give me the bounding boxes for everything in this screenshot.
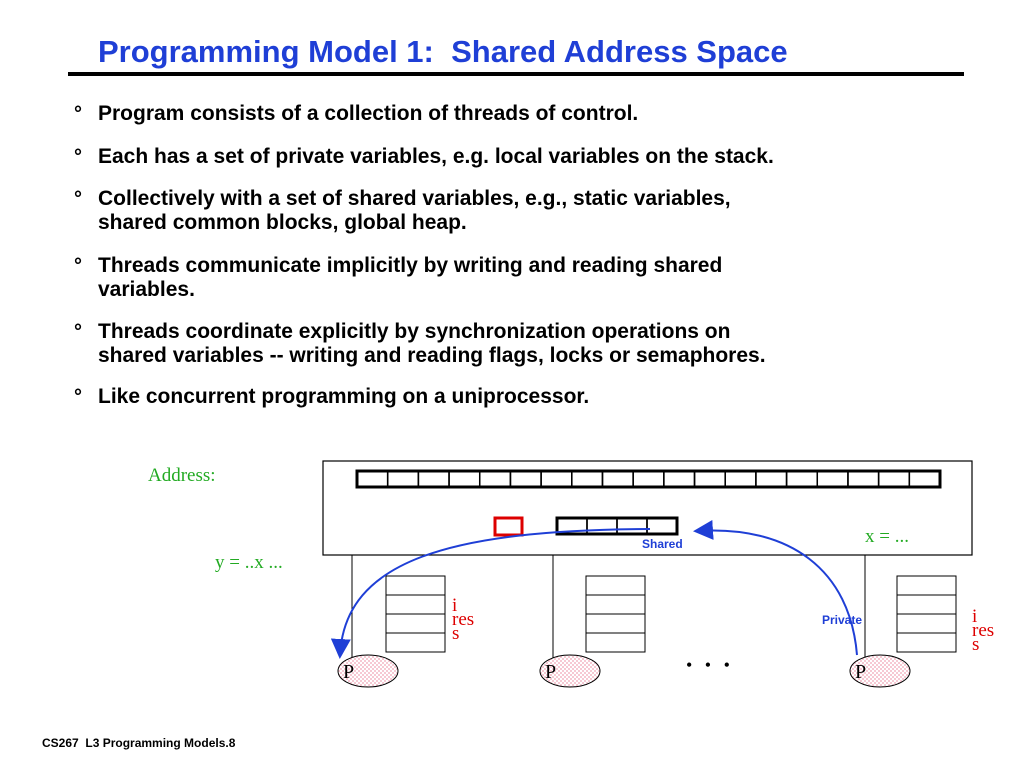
processor-node: P — [849, 654, 911, 688]
y-assignment-label: y = ..x ... — [215, 552, 283, 573]
processor-node: P — [539, 654, 601, 688]
stack-cell — [585, 632, 646, 653]
memory-cell — [448, 470, 481, 488]
stack-cell — [385, 594, 446, 615]
title-underline — [68, 72, 964, 76]
stack-cell — [585, 594, 646, 615]
memory-cell — [646, 517, 678, 535]
memory-cell — [509, 470, 542, 488]
memory-cell — [785, 470, 819, 488]
private-var-line: res — [452, 609, 474, 630]
private-memory-stack — [585, 575, 646, 653]
private-label: Private — [822, 613, 862, 627]
memory-cell — [571, 470, 604, 488]
stack-cell — [385, 632, 446, 653]
private-variables-label: i res s — [452, 595, 474, 644]
processor-label: P — [855, 661, 866, 683]
private-var-line: s — [452, 623, 459, 644]
stack-cell — [585, 613, 646, 634]
processor-label: P — [545, 661, 556, 683]
stack-cell — [896, 632, 957, 653]
x-assignment-label: x = ... — [865, 526, 909, 547]
stack-cell — [385, 575, 446, 596]
address-label: Address: — [148, 465, 216, 486]
stack-cell — [896, 594, 957, 615]
memory-cell — [632, 470, 665, 488]
bullet-text: Program consists of a collection of thre… — [98, 102, 639, 125]
bullet-mark: ° — [74, 321, 82, 343]
memory-cell — [693, 470, 726, 488]
shared-label: Shared — [642, 537, 683, 551]
memory-cell — [724, 470, 757, 488]
stack-cell — [385, 613, 446, 634]
memory-cell — [478, 470, 512, 488]
shared-segment-outline — [555, 516, 679, 536]
bullet-text: Each has a set of private variables, e.g… — [98, 145, 774, 168]
bullet-mark: ° — [74, 255, 82, 277]
bullet-mark: ° — [74, 188, 82, 210]
bullet-mark: ° — [74, 146, 82, 168]
stack-cell — [896, 613, 957, 634]
processor-circle — [849, 654, 911, 688]
processor-circle — [539, 654, 601, 688]
address-strip-outline — [355, 469, 942, 489]
shared-variable-segment — [555, 516, 679, 536]
slide-footer: CS267 L3 Programming Models.8 — [42, 736, 236, 750]
memory-cell — [616, 517, 648, 535]
private-var-line: s — [972, 634, 979, 655]
private-memory-stack — [385, 575, 446, 653]
memory-cell — [755, 470, 788, 488]
bullet-mark: ° — [74, 386, 82, 408]
address-strip — [355, 469, 942, 489]
processor-circle — [337, 654, 399, 688]
memory-cell — [417, 470, 450, 488]
bullet-mark: ° — [74, 103, 82, 125]
stack-cell — [896, 575, 957, 596]
private-variables-label: i res s — [972, 606, 994, 655]
read-arrow — [330, 528, 651, 659]
memory-cell — [386, 470, 420, 488]
memory-cell — [663, 470, 696, 488]
slide-title: Programming Model 1: Shared Address Spac… — [98, 34, 788, 69]
memory-cell — [586, 517, 618, 535]
memory-cell — [540, 470, 573, 488]
bullet-text: Like concurrent programming on a uniproc… — [98, 385, 590, 408]
ellipsis-dots: • • • — [686, 655, 734, 675]
processor-node: P — [337, 654, 399, 688]
write-arrow — [693, 519, 858, 656]
processor-label: P — [343, 661, 354, 683]
private-var-line: res — [972, 620, 994, 641]
memory-cell — [356, 470, 389, 488]
red-cell — [493, 516, 524, 537]
memory-cell — [908, 470, 941, 488]
stack-cell — [585, 575, 646, 596]
bullet-text: Threads coordinate explicitly by synchro… — [98, 320, 766, 367]
bullet-text: Collectively with a set of shared variab… — [98, 187, 731, 234]
bullet-text: Threads communicate implicitly by writin… — [98, 254, 723, 301]
memory-cell — [816, 470, 849, 488]
private-var-line: i — [972, 606, 977, 627]
memory-cell — [847, 470, 880, 488]
memory-cell — [601, 470, 634, 488]
shared-memory-box — [322, 460, 973, 556]
private-var-line: i — [452, 595, 457, 616]
private-memory-stack — [896, 575, 957, 653]
memory-cell — [877, 470, 911, 488]
